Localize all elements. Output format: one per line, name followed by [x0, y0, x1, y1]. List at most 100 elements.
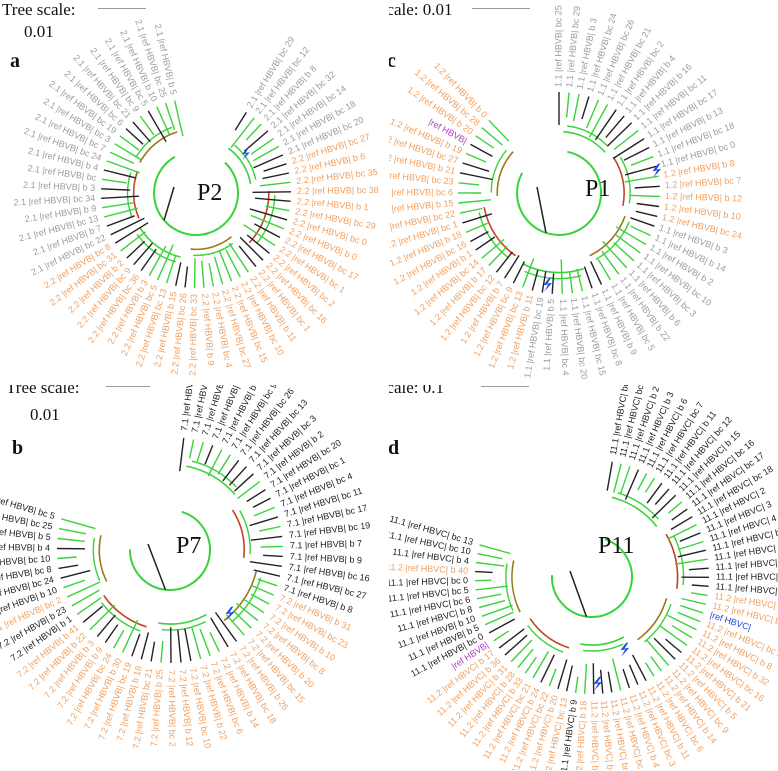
leaf-branch [612, 138, 645, 160]
leaf-branch [615, 234, 641, 254]
clade-arc [580, 636, 625, 646]
backbone-arc [153, 155, 239, 236]
leaf-branch [493, 630, 509, 642]
leaf-branch [114, 222, 149, 244]
root-branch [536, 186, 547, 234]
leaf-branch [254, 223, 281, 239]
leaf-branch [209, 631, 220, 653]
leaf-branch [631, 654, 647, 682]
subclade-arc [234, 144, 257, 180]
leaf-branch [101, 202, 134, 209]
leaf-branch [475, 236, 496, 251]
backbone-arc [550, 538, 633, 618]
leaf-branch [477, 552, 503, 560]
panel-letter-c: c [389, 50, 396, 72]
leaf-branch [121, 619, 139, 653]
leaf-branch [257, 578, 278, 587]
tree-scale-label-b: Tree scale: [6, 385, 80, 397]
subclade-arc [478, 212, 510, 259]
leaf-branch [61, 518, 96, 530]
leaf-branch [254, 197, 291, 202]
leaf-label: 2.1 |ref HBVB| b 3 [23, 180, 96, 193]
leaf-branch [667, 614, 697, 631]
leaf-branch [125, 128, 144, 145]
leaf-label: 1.2 |ref HBVB| bc 6 [389, 187, 453, 197]
leaf-branch [635, 210, 658, 218]
leaf-branch [622, 668, 631, 689]
leaf-label: 2.1 |ref HBVB| bc 34 [13, 193, 95, 208]
leaf-branch [476, 593, 502, 600]
leaf-branch [613, 241, 635, 262]
leaf-branch [259, 181, 291, 187]
leaf-branch [160, 641, 164, 663]
subclade-arc [239, 510, 251, 555]
leaf-branch [574, 676, 579, 693]
leaf-branch [225, 614, 245, 636]
leaf-branch [531, 269, 539, 291]
leaf-branch [576, 268, 584, 292]
leaf-branch [131, 633, 141, 657]
subclade-arc [191, 460, 237, 488]
leaf-branch [615, 226, 647, 246]
leaf-branch [101, 188, 131, 191]
tree-scale-bar-b [106, 386, 150, 387]
leaf-branch [532, 651, 550, 679]
backbone-arc [128, 510, 211, 592]
leaf-branch [504, 255, 520, 279]
lightning-icon [242, 147, 250, 160]
tree-name-p7: P7 [176, 533, 202, 559]
leaf-label: 1.1 |ref HBVB| bc 25 [553, 5, 563, 87]
leaf-branch [213, 256, 224, 285]
clade-arc [665, 533, 679, 590]
leaf-branch [253, 506, 275, 517]
leaf-branch [76, 597, 102, 615]
clade-arc [139, 227, 181, 258]
clade-arc [132, 170, 140, 219]
leaf-branch [193, 258, 196, 289]
leaf-branch [475, 585, 508, 591]
leaf-branch [101, 195, 139, 199]
leaf-branch [57, 537, 85, 542]
lightning-icon [543, 277, 553, 292]
clade-arc [611, 496, 658, 527]
leaf-branch [688, 567, 709, 571]
leaf-branch [96, 614, 116, 637]
leaf-branch [225, 249, 241, 278]
leaf-label: 11.2 |ref HBVC| b 40 [389, 562, 468, 576]
backbone-arc [516, 150, 603, 236]
root-branch [163, 186, 175, 221]
leaf-label: 1.1 |ref HBVB| bc 4 [558, 299, 571, 376]
leaf-branch [462, 162, 490, 172]
leaf-branch [495, 251, 513, 273]
leaf-branch [651, 494, 677, 519]
leaf-branch [222, 459, 240, 482]
leaf-branch [139, 115, 155, 136]
leaf-branch [106, 215, 135, 227]
leaf-branch [599, 669, 604, 694]
subclade-arc [672, 535, 685, 586]
leaf-branch [677, 611, 701, 623]
leaf-branch [465, 152, 487, 163]
leaf-branch [678, 540, 704, 551]
subclade-arc [524, 270, 582, 280]
leaf-branch [674, 558, 708, 565]
leaf-branch [653, 637, 676, 660]
leaf-branch [246, 489, 266, 503]
subclade-arc [505, 563, 514, 611]
leaf-branch [488, 119, 510, 142]
leaf-branch [63, 579, 86, 589]
leaf-branch [691, 584, 709, 587]
leaf-branch [565, 92, 570, 118]
leaf-label: 11.2 |ref HBVC| bc 19 [589, 701, 600, 770]
subclade-arc [567, 125, 608, 147]
leaf-branch [484, 611, 514, 626]
leaf-branch [478, 599, 506, 609]
leaf-branch [245, 123, 262, 141]
leaf-branch [242, 597, 265, 614]
root-branch [569, 570, 588, 617]
leaf-branch [119, 135, 140, 151]
leaf-branch [560, 259, 563, 294]
